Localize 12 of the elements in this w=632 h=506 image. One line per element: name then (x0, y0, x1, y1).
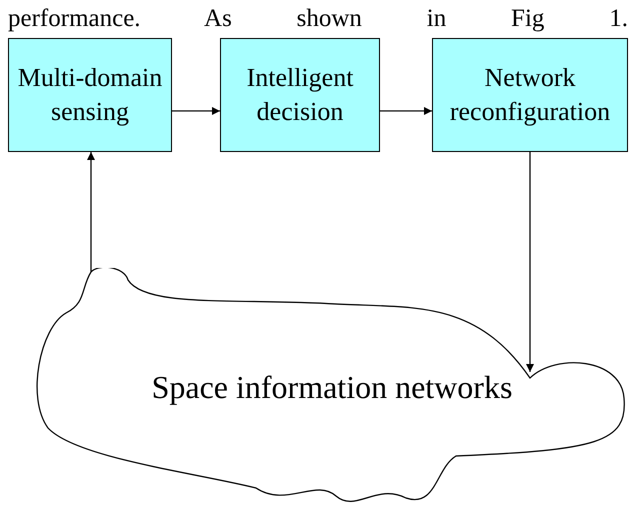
process-box (220, 38, 380, 152)
arrow (380, 106, 432, 115)
process-box (432, 38, 628, 152)
box-label: Multi-domain sensing (16, 62, 164, 128)
cloud-label: Space information networks (152, 368, 512, 406)
process-box (8, 38, 172, 152)
arrow (87, 152, 95, 272)
box-label: Network reconfiguration (448, 62, 612, 128)
body-text: performance. As shown in Fig 1. (8, 4, 628, 34)
arrow (172, 106, 220, 115)
arrow (526, 152, 534, 372)
box-label: Intelligent decision (246, 62, 354, 128)
